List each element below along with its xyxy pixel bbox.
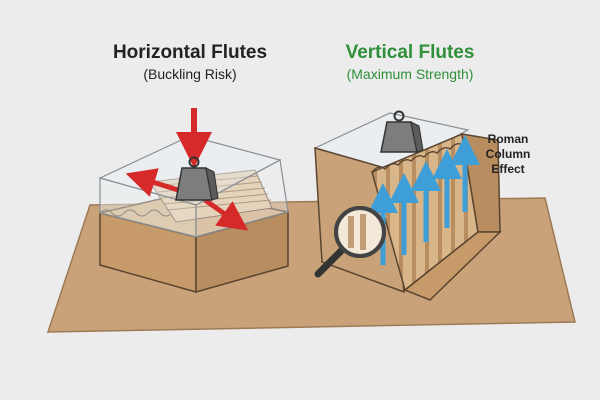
arrow-right-icon [203,197,249,231]
magnifier-icon [314,206,386,278]
callout-line: Roman [487,132,529,146]
right-panel-subtitle: (Maximum Strength) [346,66,474,82]
weight-icon [175,156,219,201]
left-box [98,135,289,293]
callout-line: Effect [491,162,525,176]
right-panel-title: Vertical Flutes [345,42,475,63]
left-panel-subtitle: (Buckling Risk) [143,66,237,82]
arrow-left-icon [125,168,179,197]
callout-line: Column [485,147,531,161]
weight-icon [380,110,424,153]
left-panel-title: Horizontal Flutes [112,42,268,63]
